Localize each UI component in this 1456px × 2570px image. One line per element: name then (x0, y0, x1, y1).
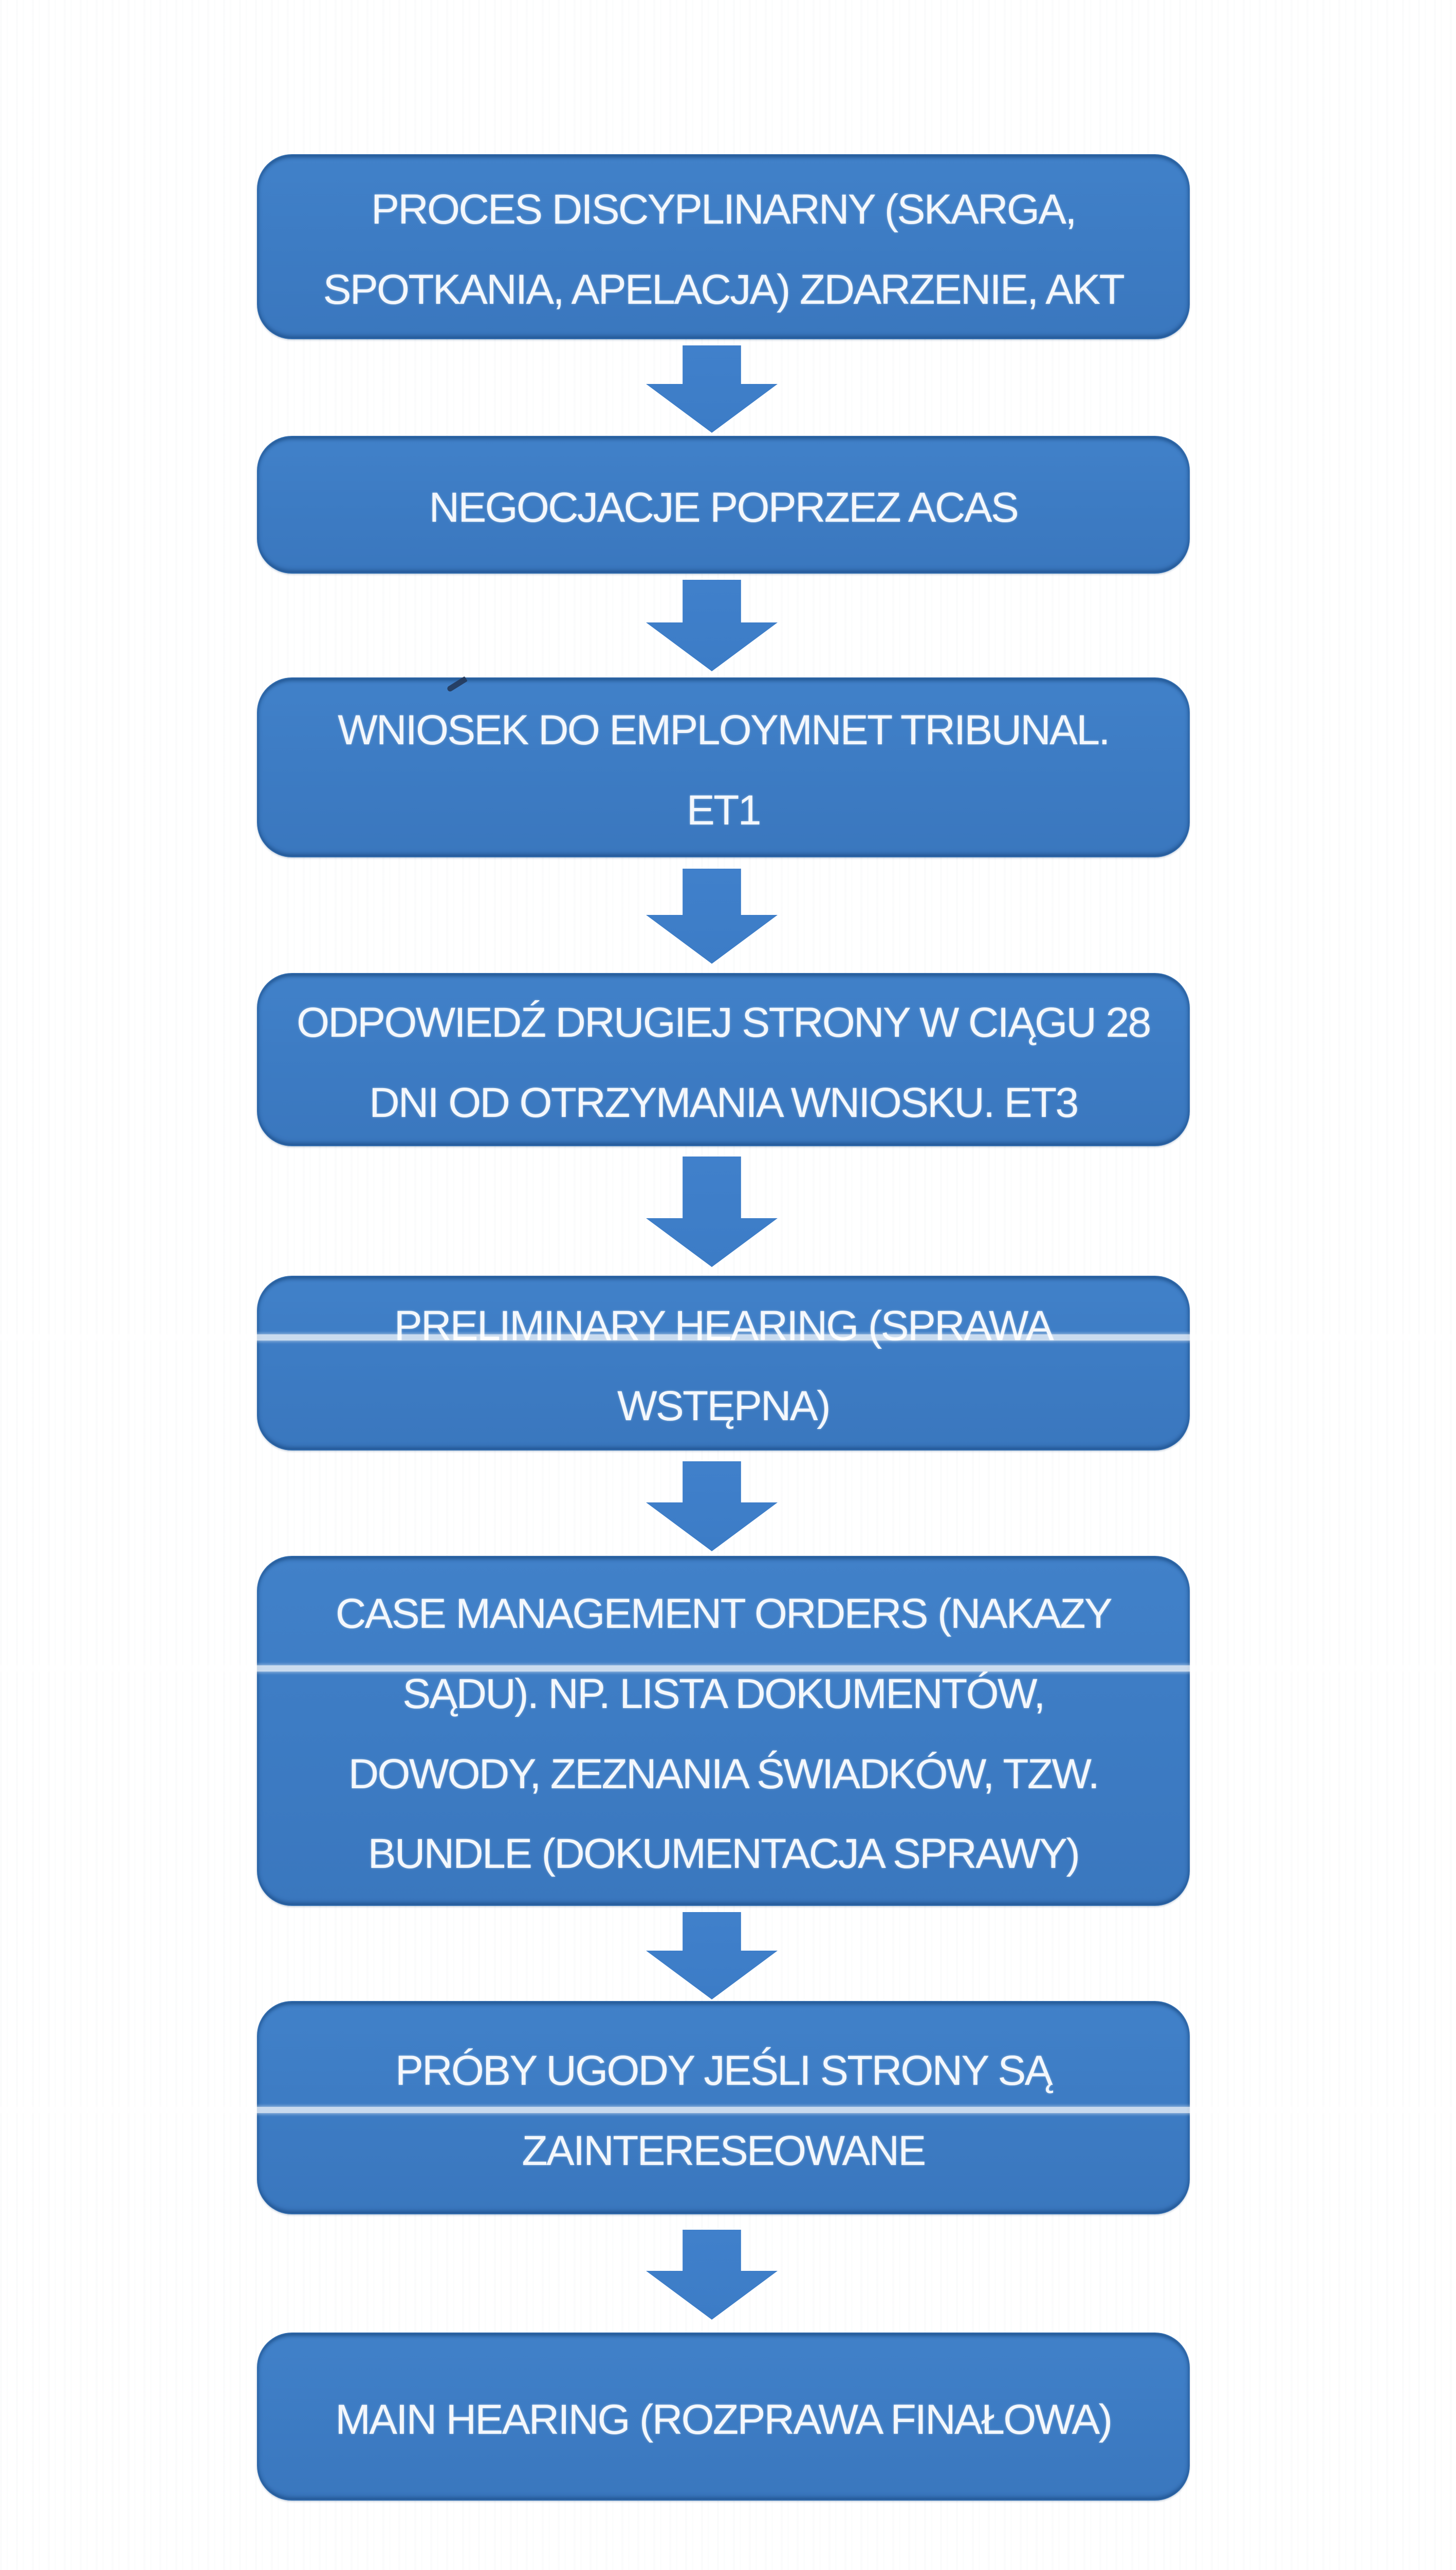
down-arrow-1 (646, 345, 778, 433)
flow-step-3: WNIOSEK DO EMPLOYMNET TRIBUNAL. ET1 (257, 677, 1190, 857)
flow-step-5-label: PRELIMINARY HEARING (SPRAWA WSTĘPNA) (394, 1302, 1054, 1429)
flow-step-5: PRELIMINARY HEARING (SPRAWA WSTĘPNA) (257, 1276, 1190, 1451)
down-arrow-7 (646, 2230, 778, 2320)
flow-step-4: ODPOWIEDŹ DRUGIEJ STRONY W CIĄGU 28 DNI … (257, 973, 1190, 1146)
flow-step-2: NEGOCJACJE POPRZEZ ACAS (257, 436, 1190, 574)
flow-step-7: PRÓBY UGODY JEŚLI STRONY SĄ ZAINTERESEOW… (257, 2001, 1190, 2214)
flow-step-3-label: WNIOSEK DO EMPLOYMNET TRIBUNAL. ET1 (338, 707, 1110, 834)
down-arrow-2 (646, 580, 778, 671)
flow-step-1: PROCES DISCYPLINARNY (SKARGA, SPOTKANIA,… (257, 154, 1190, 339)
flow-step-7-label: PRÓBY UGODY JEŚLI STRONY SĄ ZAINTERESEOW… (395, 2047, 1053, 2174)
flow-step-8: MAIN HEARING (ROZPRAWA FINAŁOWA) (257, 2333, 1190, 2501)
down-arrow-4 (646, 1156, 778, 1267)
flow-step-6: CASE MANAGEMENT ORDERS (NAKAZY SĄDU). NP… (257, 1556, 1190, 1906)
flow-step-1-label: PROCES DISCYPLINARNY (SKARGA, SPOTKANIA,… (323, 186, 1125, 313)
flow-step-6-label: CASE MANAGEMENT ORDERS (NAKAZY SĄDU). NP… (335, 1590, 1113, 1878)
flow-step-4-label: ODPOWIEDŹ DRUGIEJ STRONY W CIĄGU 28 DNI … (297, 999, 1151, 1126)
down-arrow-3 (646, 869, 778, 964)
down-arrow-6 (646, 1912, 778, 1999)
down-arrow-5 (646, 1461, 778, 1551)
flow-step-2-label: NEGOCJACJE POPRZEZ ACAS (429, 484, 1019, 531)
flow-step-8-label: MAIN HEARING (ROZPRAWA FINAŁOWA) (335, 2396, 1113, 2443)
